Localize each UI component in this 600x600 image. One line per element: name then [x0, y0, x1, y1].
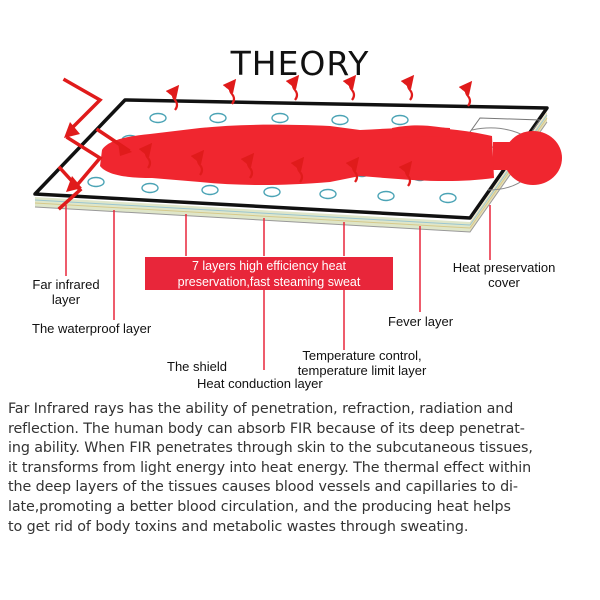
- paragraph-line: ing ability. When FIR penetrates through…: [8, 440, 533, 457]
- label-waterproof: The waterproof layer: [32, 321, 152, 336]
- heat-wave-arrow: [398, 160, 413, 187]
- paragraph-line: late,promoting a better blood circulatio…: [8, 498, 511, 515]
- fir-particle-circle: [209, 112, 227, 124]
- label-far-infrared: Far infrared layer: [20, 277, 112, 307]
- banner-line-2: preservation,fast steaming sweat: [177, 275, 361, 289]
- label-temperature-control: Temperature control, temperature limit l…: [278, 348, 446, 378]
- label-shield: The shield: [167, 359, 227, 374]
- heat-wave-arrow: [400, 74, 415, 101]
- heat-wave-arrow: [285, 74, 300, 101]
- heat-wave-arrow: [138, 142, 153, 169]
- pointer-lines: [65, 205, 491, 370]
- heat-wave-arrow: [240, 152, 255, 179]
- label-far-infrared-line2: layer: [51, 292, 81, 307]
- label-heat-pres-line1: Heat preservation: [452, 260, 556, 275]
- fir-particle-circle: [439, 192, 457, 204]
- label-heat-pres-line2: cover: [488, 275, 520, 290]
- label-temp-line2: temperature limit layer: [297, 363, 427, 378]
- label-heat-preservation: Heat preservation cover: [434, 260, 574, 290]
- heat-wave-arrow: [458, 80, 473, 107]
- heat-wave-arrows: [138, 74, 473, 187]
- label-far-infrared-line1: Far infrared: [32, 277, 100, 292]
- human-body-silhouette: [100, 124, 562, 185]
- fir-particle-circle: [391, 114, 409, 126]
- label-temp-line1: Temperature control,: [302, 348, 422, 363]
- explanation-paragraph: Far Infrared rays has the ability of pen…: [8, 400, 592, 537]
- efficiency-banner: 7 layers high efficiency heat preservati…: [145, 257, 393, 290]
- fir-particle-circle: [201, 184, 219, 196]
- paragraph-line: Far Infrared rays has the ability of pen…: [8, 401, 514, 417]
- fir-particle-circle: [141, 182, 159, 194]
- heat-wave-arrow: [342, 74, 357, 101]
- paragraph-line: the deep layers of the tissues causes bl…: [8, 479, 518, 496]
- fir-particle-circle: [377, 190, 395, 202]
- page-title: THEORY: [230, 44, 370, 83]
- paragraph-line: it transforms from light energy into hea…: [8, 459, 532, 476]
- banner-line-1: 7 layers high efficiency heat: [191, 259, 347, 273]
- far-infrared-arrowheads: [64, 122, 132, 192]
- fir-particle-circle: [263, 186, 281, 198]
- label-fever: Fever layer: [388, 314, 454, 329]
- heat-wave-arrow: [165, 84, 180, 111]
- heat-wave-arrow: [190, 149, 205, 176]
- heat-wave-arrow: [222, 78, 237, 105]
- fir-particle-circle: [87, 176, 105, 188]
- fir-particle-circle: [319, 188, 337, 200]
- fir-particle-circle: [271, 112, 289, 124]
- label-heat-conduction: Heat conduction layer: [197, 376, 323, 391]
- heat-wave-arrow: [345, 156, 360, 183]
- fir-particle-circle: [331, 114, 349, 126]
- fir-particle-circle: [149, 112, 167, 124]
- paragraph-line: to get rid of body toxins and metabolic …: [8, 518, 469, 535]
- paragraph-line: reflection. The human body can absorb FI…: [8, 420, 525, 437]
- heat-wave-arrow: [290, 156, 305, 183]
